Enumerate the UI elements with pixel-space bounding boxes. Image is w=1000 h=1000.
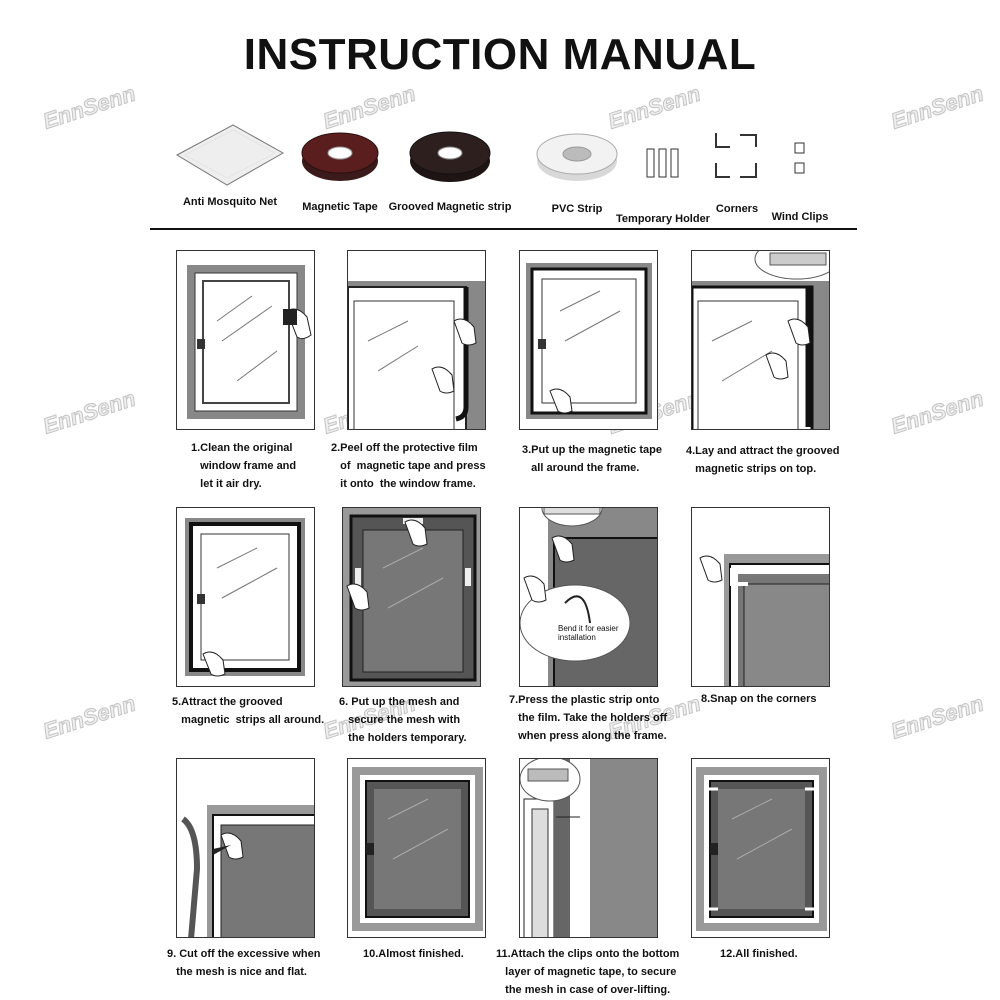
step-9 — [176, 758, 315, 938]
step-caption: 11.Attach the clips onto the bottom laye… — [496, 948, 680, 996]
step-2 — [347, 250, 486, 430]
temporary-holder-icon — [646, 148, 679, 178]
pvc-strip-roll-icon — [536, 133, 618, 181]
step-caption: 7.Press the plastic strip onto the film.… — [509, 694, 668, 742]
part-item: Magnetic Tape — [300, 125, 380, 213]
step-caption: 4.Lay and attract the grooved magnetic s… — [686, 445, 840, 475]
corners-icon — [715, 133, 757, 178]
part-item: Temporary Holder — [616, 137, 710, 225]
watermark: EnnSenn — [39, 80, 139, 134]
step-caption: 10.Almost finished. — [363, 948, 464, 960]
watermark: EnnSenn — [39, 385, 139, 439]
step-caption: 1.Clean the original window frame and le… — [191, 442, 297, 490]
step-illustration — [691, 507, 830, 687]
step-illustration — [347, 758, 486, 938]
watermark: EnnSenn — [39, 690, 139, 744]
part-label: PVC Strip — [551, 203, 603, 215]
part-item: Anti Mosquito Net — [175, 120, 285, 208]
step-caption: 8.Snap on the corners — [701, 693, 817, 705]
step-illustration — [519, 758, 658, 938]
step-illustration — [691, 250, 830, 430]
step-5 — [176, 507, 315, 687]
part-label: Anti Mosquito Net — [182, 196, 278, 208]
step-caption: 9. Cut off the excessive when the mesh i… — [167, 948, 321, 978]
part-label: Grooved Magnetic strip — [388, 201, 512, 213]
step-caption: 2.Peel off the protective film of magnet… — [331, 442, 486, 490]
step-illustration — [691, 758, 830, 938]
step-7-callout: Bend it for easier installation — [558, 624, 619, 642]
parts-list: Anti Mosquito Net Magnetic Tape Grooved … — [160, 115, 860, 225]
step-illustration — [519, 250, 658, 430]
step-10 — [347, 758, 486, 938]
step-caption: 6. Put up the mesh and secure the mesh w… — [339, 696, 467, 744]
step-6 — [342, 507, 481, 687]
grooved-magnetic-strip-roll-icon — [409, 131, 491, 182]
watermark: EnnSenn — [887, 80, 987, 134]
step-illustration — [176, 758, 315, 938]
page-title: INSTRUCTION MANUAL — [243, 30, 757, 79]
step-caption: 3.Put up the magnetic tape all around th… — [522, 444, 662, 474]
part-label: Magnetic Tape — [302, 201, 378, 213]
section-divider — [150, 228, 857, 230]
part-item: Grooved Magnetic strip — [389, 125, 511, 213]
part-item: Wind Clips — [772, 135, 828, 223]
step-illustration — [176, 250, 315, 430]
step-12 — [691, 758, 830, 938]
step-caption: 12.All finished. — [720, 948, 798, 960]
mosquito-net-icon — [175, 124, 285, 186]
step-7: Bend it for easier installation — [519, 507, 658, 687]
part-item: Corners — [712, 127, 762, 215]
step-illustration — [347, 250, 486, 430]
step-illustration — [342, 507, 481, 687]
wind-clips-icon — [794, 142, 805, 174]
step-3 — [519, 250, 658, 430]
step-caption: 5.Attract the grooved magnetic strips al… — [172, 696, 325, 726]
part-label: Corners — [715, 203, 759, 215]
magnetic-tape-roll-icon — [301, 132, 379, 181]
watermark: EnnSenn — [887, 385, 987, 439]
step-11 — [519, 758, 658, 938]
part-item: PVC Strip — [535, 127, 619, 215]
watermark: EnnSenn — [887, 690, 987, 744]
step-8 — [691, 507, 830, 687]
step-illustration — [176, 507, 315, 687]
step-4 — [691, 250, 830, 430]
part-label: Temporary Holder — [616, 213, 710, 225]
step-1 — [176, 250, 315, 430]
step-illustration: Bend it for easier installation — [519, 507, 658, 687]
part-label: Wind Clips — [771, 211, 829, 223]
